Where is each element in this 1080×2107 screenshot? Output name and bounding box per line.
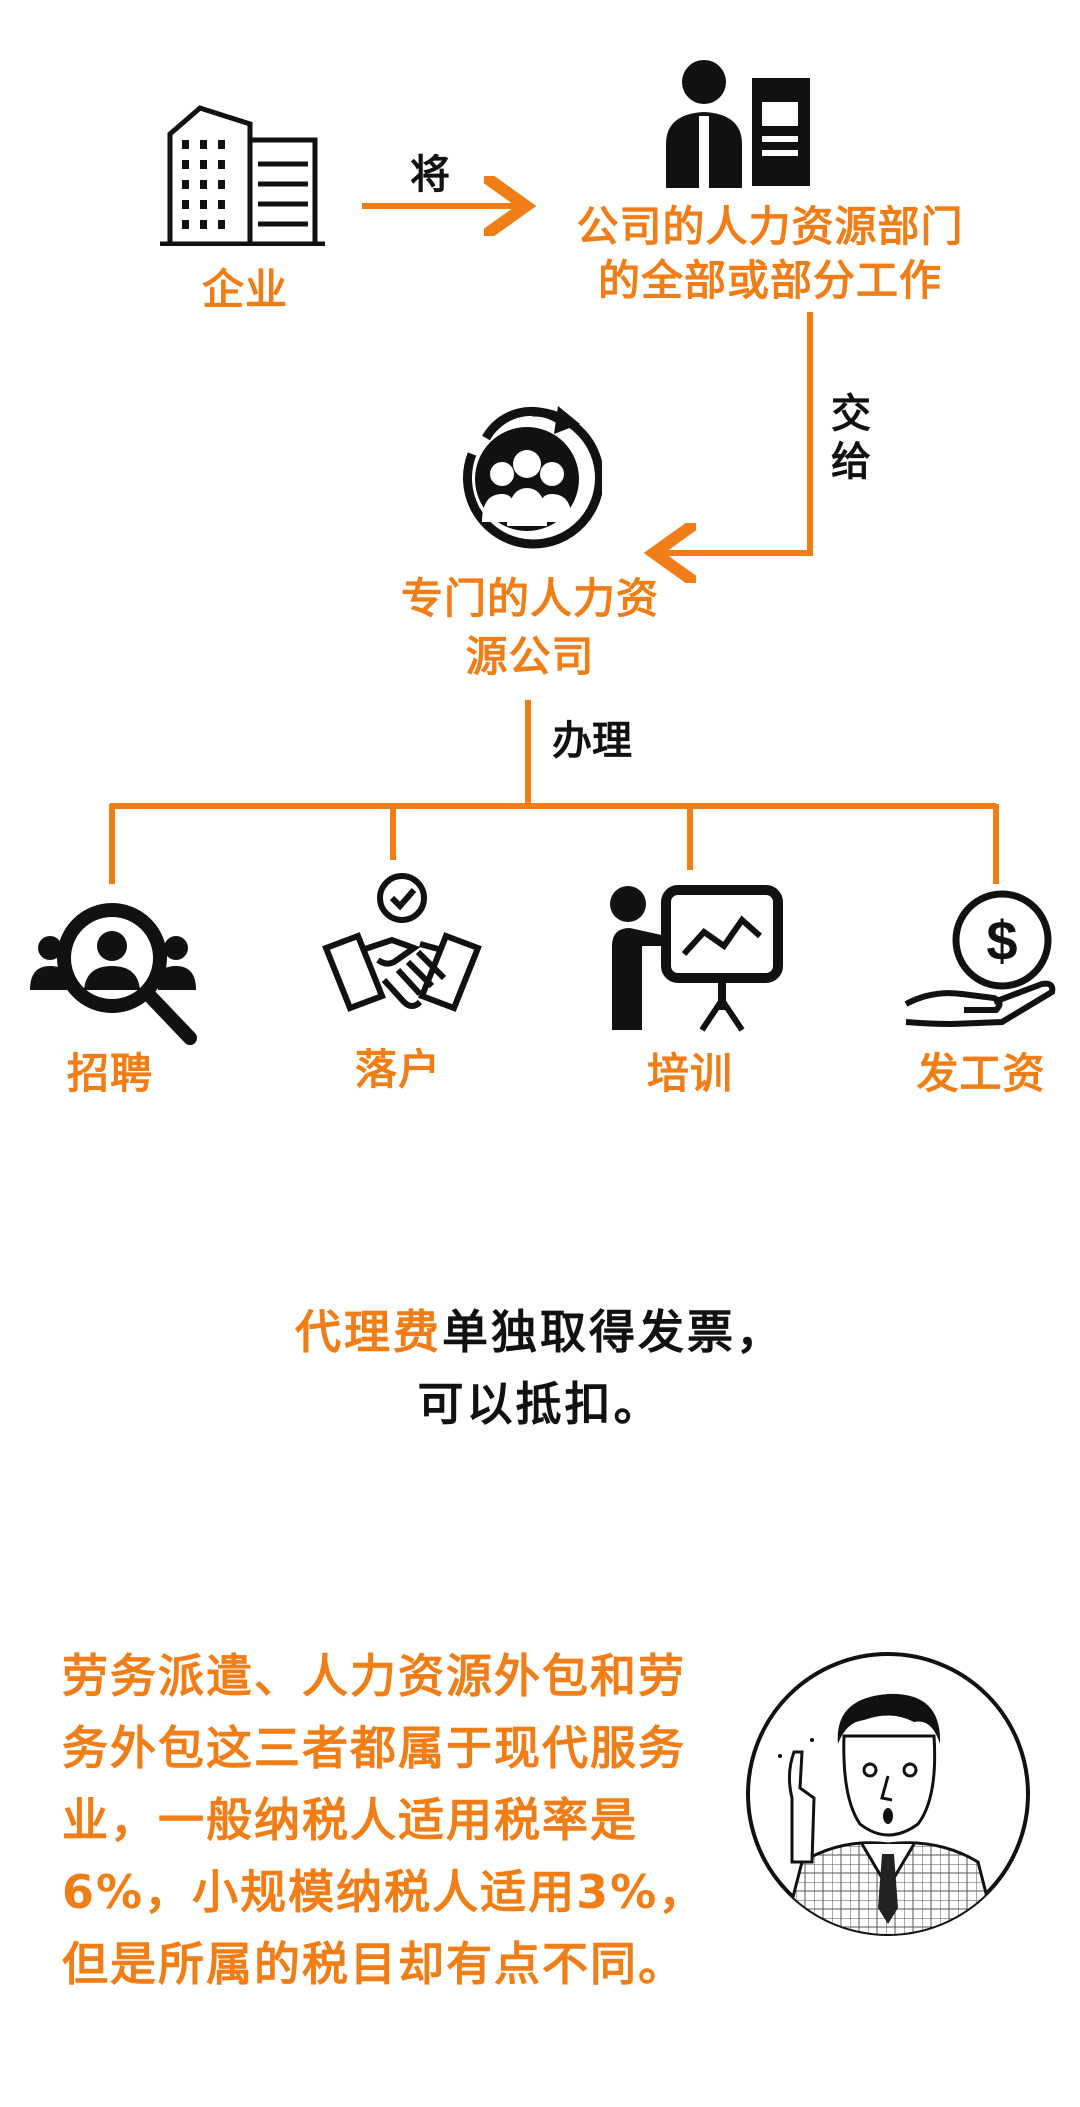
hr-company-line-2: 源公司 <box>465 632 595 681</box>
presentation-board-icon <box>610 885 783 1032</box>
hr-person-document-icon <box>666 60 810 188</box>
node-hr-department: 公司的人力资源部门 的全部或部分工作 <box>560 200 980 308</box>
magnifier-people-icon <box>30 903 197 1045</box>
paragraph-line-2: 务外包这三者都属于现代服务 <box>62 1721 686 1775</box>
service-settle: 落户 <box>354 1045 441 1094</box>
hand-over-char-2: 给 <box>831 439 871 485</box>
note-line-2: 可以抵扣。 <box>417 1377 663 1431</box>
hand-over-char-1: 交 <box>831 391 871 437</box>
paragraph-line-3: 业，一般纳税人适用税率是 <box>62 1793 638 1847</box>
hand-dollar-coin-icon: $ <box>904 890 1056 1028</box>
handshake-check-icon <box>322 873 482 1012</box>
hr-department-line-2: 的全部或部分工作 <box>597 256 942 305</box>
connector-lines <box>109 0 999 884</box>
note-rest: 单独取得发票， <box>442 1305 785 1359</box>
summary-paragraph: 劳务派遣、人力资源外包和劳 务外包这三者都属于现代服务 业，一般纳税人适用税率是… <box>62 1640 762 2000</box>
hr-department-line-1: 公司的人力资源部门 <box>576 202 964 251</box>
arrow-hand-over <box>660 312 813 553</box>
service-training: 培训 <box>646 1049 733 1098</box>
edge-label-handle: 办理 <box>552 718 632 764</box>
node-enterprise: 企业 <box>201 265 288 314</box>
svg-text:$: $ <box>986 909 1017 972</box>
paragraph-line-1: 劳务派遣、人力资源外包和劳 <box>62 1649 686 1703</box>
service-recruit: 招聘 <box>66 1049 153 1098</box>
note-highlight: 代理费 <box>295 1305 442 1359</box>
paragraph-line-4: 6%，小规模纳税人适用3%， <box>62 1865 707 1919</box>
edge-label-transfer: 将 <box>410 152 450 198</box>
office-building-icon <box>160 105 325 246</box>
edge-label-hand-over: 交 给 <box>826 390 876 486</box>
hr-company-line-1: 专门的人力资 <box>400 574 659 623</box>
node-hr-company: 专门的人力资 源公司 <box>380 570 680 686</box>
note-line-1: 代理费单独取得发票， <box>0 1298 1080 1366</box>
service-salary: 发工资 <box>916 1049 1046 1098</box>
cartoon-man-illustration <box>746 1652 1030 1936</box>
team-cycle-icon <box>463 406 602 549</box>
paragraph-line-5: 但是所属的税目却有点不同。 <box>62 1937 686 1991</box>
